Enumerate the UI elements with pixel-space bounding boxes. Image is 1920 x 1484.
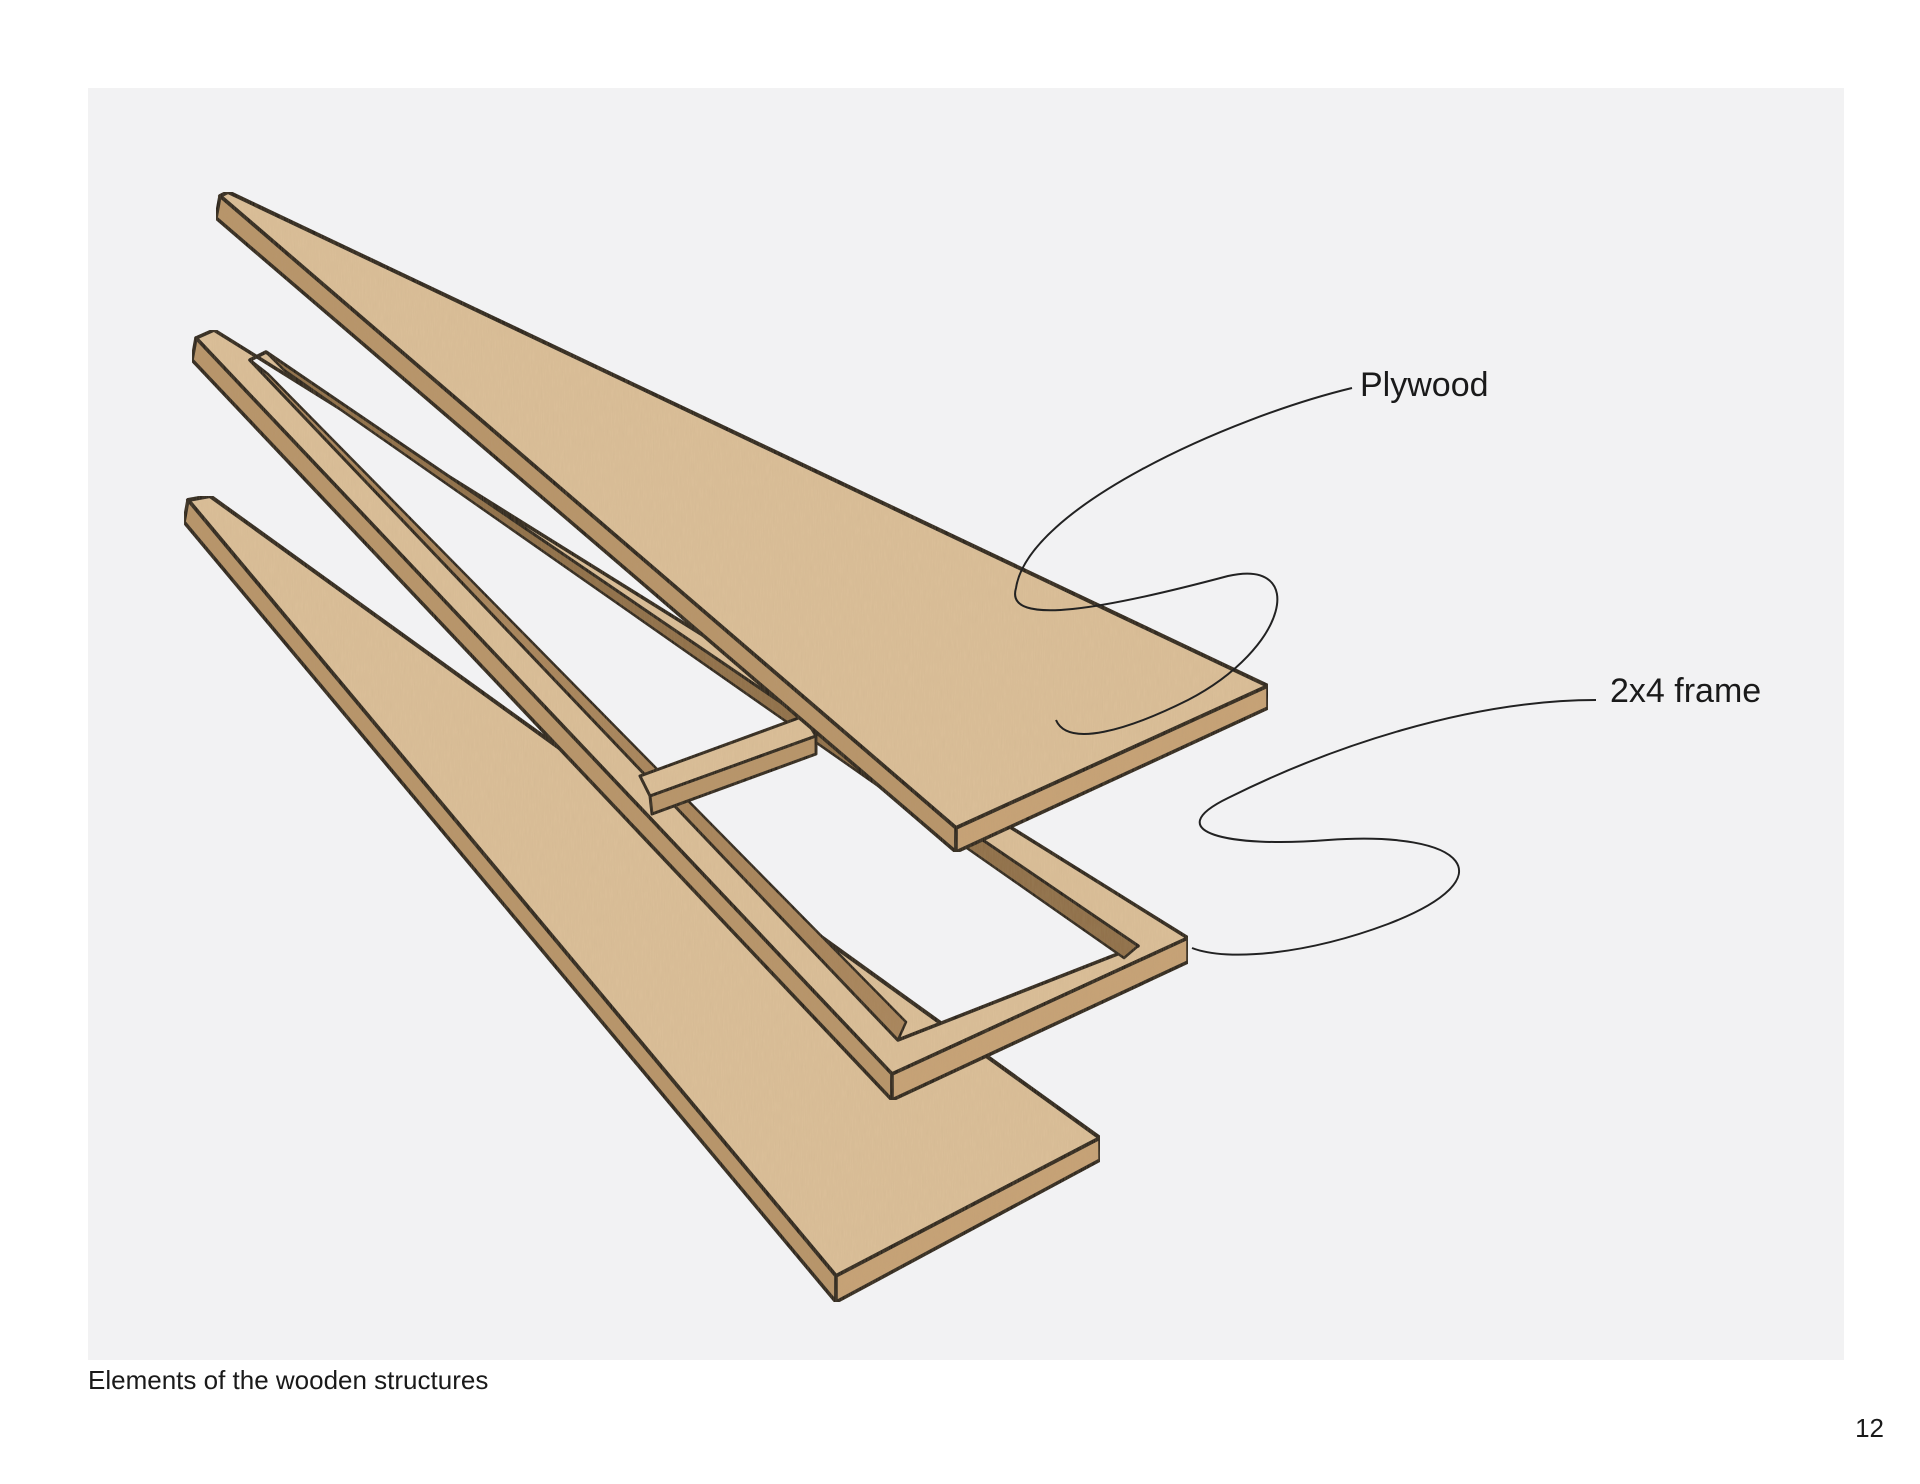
wooden-structure-illustration [182, 190, 1597, 1304]
illustration-panel: Plywood 2x4 frame [88, 88, 1844, 1360]
frame-leader-line [1191, 699, 1597, 956]
page-number: 12 [1855, 1413, 1884, 1443]
plywood-label: Plywood [1360, 366, 1489, 404]
plywood-leader-line [1014, 387, 1353, 735]
frame-label: 2x4 frame [1610, 672, 1762, 710]
top-plywood-panel [214, 190, 1270, 854]
figure-caption: Elements of the wooden structures [88, 1365, 489, 1395]
